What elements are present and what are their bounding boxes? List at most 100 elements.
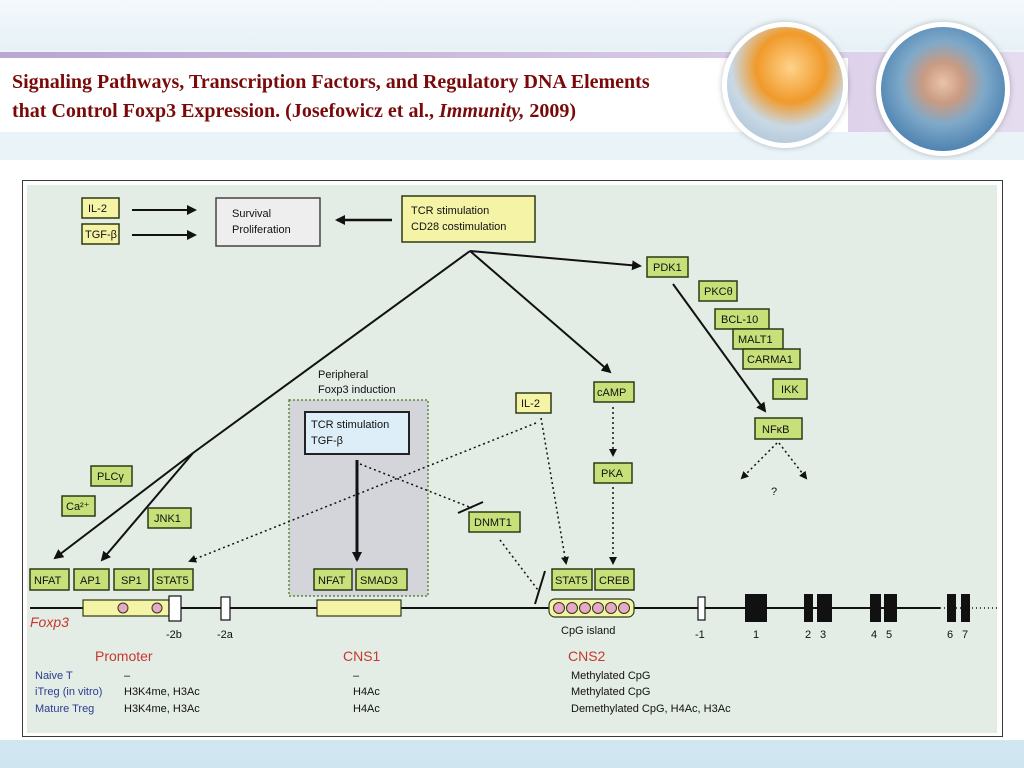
proliferation-label: Proliferation xyxy=(232,224,291,236)
site-minus1-label: -1 xyxy=(695,629,705,641)
dnmt1-label: DNMT1 xyxy=(474,517,512,529)
tgfb-top-label: TGF-β xyxy=(85,229,117,241)
exon-4 xyxy=(870,594,881,622)
site-2a-label: -2a xyxy=(217,629,234,641)
il2-top-label: IL-2 xyxy=(88,203,107,215)
exon-6 xyxy=(947,594,956,622)
mature-cns2-value: Demethylated CpG, H4Ac, H3Ac xyxy=(571,703,731,715)
slide-title: Signaling Pathways, Transcription Factor… xyxy=(12,68,842,126)
promoter-section-label: Promoter xyxy=(95,648,153,664)
pka-label: PKA xyxy=(601,468,624,480)
exon-5-label: 5 xyxy=(886,629,892,641)
exon-3 xyxy=(817,594,832,622)
cns2-creb-label: CREB xyxy=(599,575,630,587)
background-band-top xyxy=(0,0,1024,50)
row-naive-t-label: Naive T xyxy=(35,670,73,682)
exon-6-label: 6 xyxy=(947,629,953,641)
tf-stat5-label: STAT5 xyxy=(156,575,189,587)
malt1-box: MALT1 xyxy=(732,328,784,350)
tcr-mid-line2: TGF-β xyxy=(311,435,343,447)
exon-5 xyxy=(884,594,897,622)
survival-label: Survival xyxy=(232,208,271,220)
cns1-section-label: CNS1 xyxy=(343,648,381,664)
exon-7 xyxy=(961,594,970,622)
cns1-smad3-label: SMAD3 xyxy=(360,575,398,587)
plc-box: PLCγ xyxy=(90,465,133,487)
tcr-stimulation-top-box: TCR stimulation CD28 costimulation xyxy=(401,195,536,243)
tf-ap1-box: AP1 xyxy=(73,568,110,591)
camp-box: cAMP xyxy=(593,381,635,403)
cpg-island-region xyxy=(548,598,635,618)
il2-mid-label: IL-2 xyxy=(521,398,540,410)
pkc-label: PKCθ xyxy=(704,286,733,298)
site-2a xyxy=(220,596,231,621)
pdk1-box: PDK1 xyxy=(646,256,689,278)
tf-sp1-label: SP1 xyxy=(121,575,142,587)
surgeon-photo xyxy=(876,22,1010,156)
cns1-smad3-box: SMAD3 xyxy=(355,568,408,591)
title-box xyxy=(0,58,848,132)
bcl10-box: BCL-10 xyxy=(714,308,770,330)
peripheral-label: Peripheral xyxy=(318,369,368,381)
tcr-top-line2: CD28 costimulation xyxy=(411,221,506,233)
naive-cns1-value: – xyxy=(353,670,360,682)
cns1-nfat-box: NFAT xyxy=(313,568,353,591)
journal-name: Immunity, xyxy=(439,100,525,122)
nfkb-box: NFκB xyxy=(754,417,803,440)
cns2-section-label: CNS2 xyxy=(568,648,606,664)
pills-photo xyxy=(722,22,848,148)
ca-label: Ca²⁺ xyxy=(66,501,90,513)
malt1-label: MALT1 xyxy=(738,334,773,346)
jnk1-label: JNK1 xyxy=(154,513,181,525)
il2-mid-box: IL-2 xyxy=(515,392,552,414)
tf-ap1-label: AP1 xyxy=(80,575,101,587)
bcl10-label: BCL-10 xyxy=(721,314,758,326)
pkc-box: PKCθ xyxy=(698,280,738,302)
naive-cns2-value: Methylated CpG xyxy=(571,670,650,682)
cns2-stat5-box: STAT5 xyxy=(551,568,593,591)
exon-3-label: 3 xyxy=(820,629,826,641)
tgfb-top-box: TGF-β xyxy=(81,223,120,245)
jnk1-box: JNK1 xyxy=(147,507,192,529)
tcr-top-line1: TCR stimulation xyxy=(411,205,489,217)
itreg-cns1-value: H4Ac xyxy=(353,686,380,698)
exon-1 xyxy=(745,594,767,622)
il2-top-box: IL-2 xyxy=(81,197,120,219)
pka-box: PKA xyxy=(593,462,633,484)
itreg-cns2-value: Methylated CpG xyxy=(571,686,650,698)
plc-label: PLCγ xyxy=(97,471,124,483)
naive-promoter-value: – xyxy=(124,670,131,682)
dnmt1-box: DNMT1 xyxy=(468,511,521,533)
tf-nfat-box: NFAT xyxy=(29,568,70,591)
nfkb-label: NFκB xyxy=(762,424,790,436)
tcr-stimulation-mid-box: TCR stimulation TGF-β xyxy=(304,411,410,455)
tf-nfat-label: NFAT xyxy=(34,575,62,587)
cpg-island-label: CpG island xyxy=(561,625,615,637)
title-line-2: that Control Foxp3 Expression. (Josefowi… xyxy=(12,100,440,122)
tf-sp1-box: SP1 xyxy=(113,568,150,591)
exon-1-label: 1 xyxy=(753,629,759,641)
mature-cns1-value: H4Ac xyxy=(353,703,380,715)
exon-7-label: 7 xyxy=(962,629,968,641)
tf-stat5-box: STAT5 xyxy=(152,568,194,591)
ikk-box: IKK xyxy=(772,378,808,400)
foxp3-induction-label: Foxp3 induction xyxy=(318,384,396,396)
camp-label: cAMP xyxy=(597,387,626,399)
ca-box: Ca²⁺ xyxy=(61,495,96,517)
row-itreg-label: iTreg (in vitro) xyxy=(35,686,102,698)
tcr-mid-line1: TCR stimulation xyxy=(311,419,389,431)
exon-2 xyxy=(804,594,813,622)
row-mature-treg-label: Mature Treg xyxy=(35,703,94,715)
mature-promoter-value: H3K4me, H3Ac xyxy=(124,703,200,715)
cns1-region xyxy=(316,599,402,617)
promoter-region xyxy=(82,599,170,617)
foxp3-gene-label: Foxp3 xyxy=(30,614,69,630)
carma1-box: CARMA1 xyxy=(742,348,801,370)
cns2-creb-box: CREB xyxy=(594,568,635,591)
site-2b-label: -2b xyxy=(166,629,182,641)
site-minus1 xyxy=(697,596,706,621)
cns2-stat5-label: STAT5 xyxy=(555,575,588,587)
survival-box: Survival Proliferation xyxy=(215,197,321,247)
